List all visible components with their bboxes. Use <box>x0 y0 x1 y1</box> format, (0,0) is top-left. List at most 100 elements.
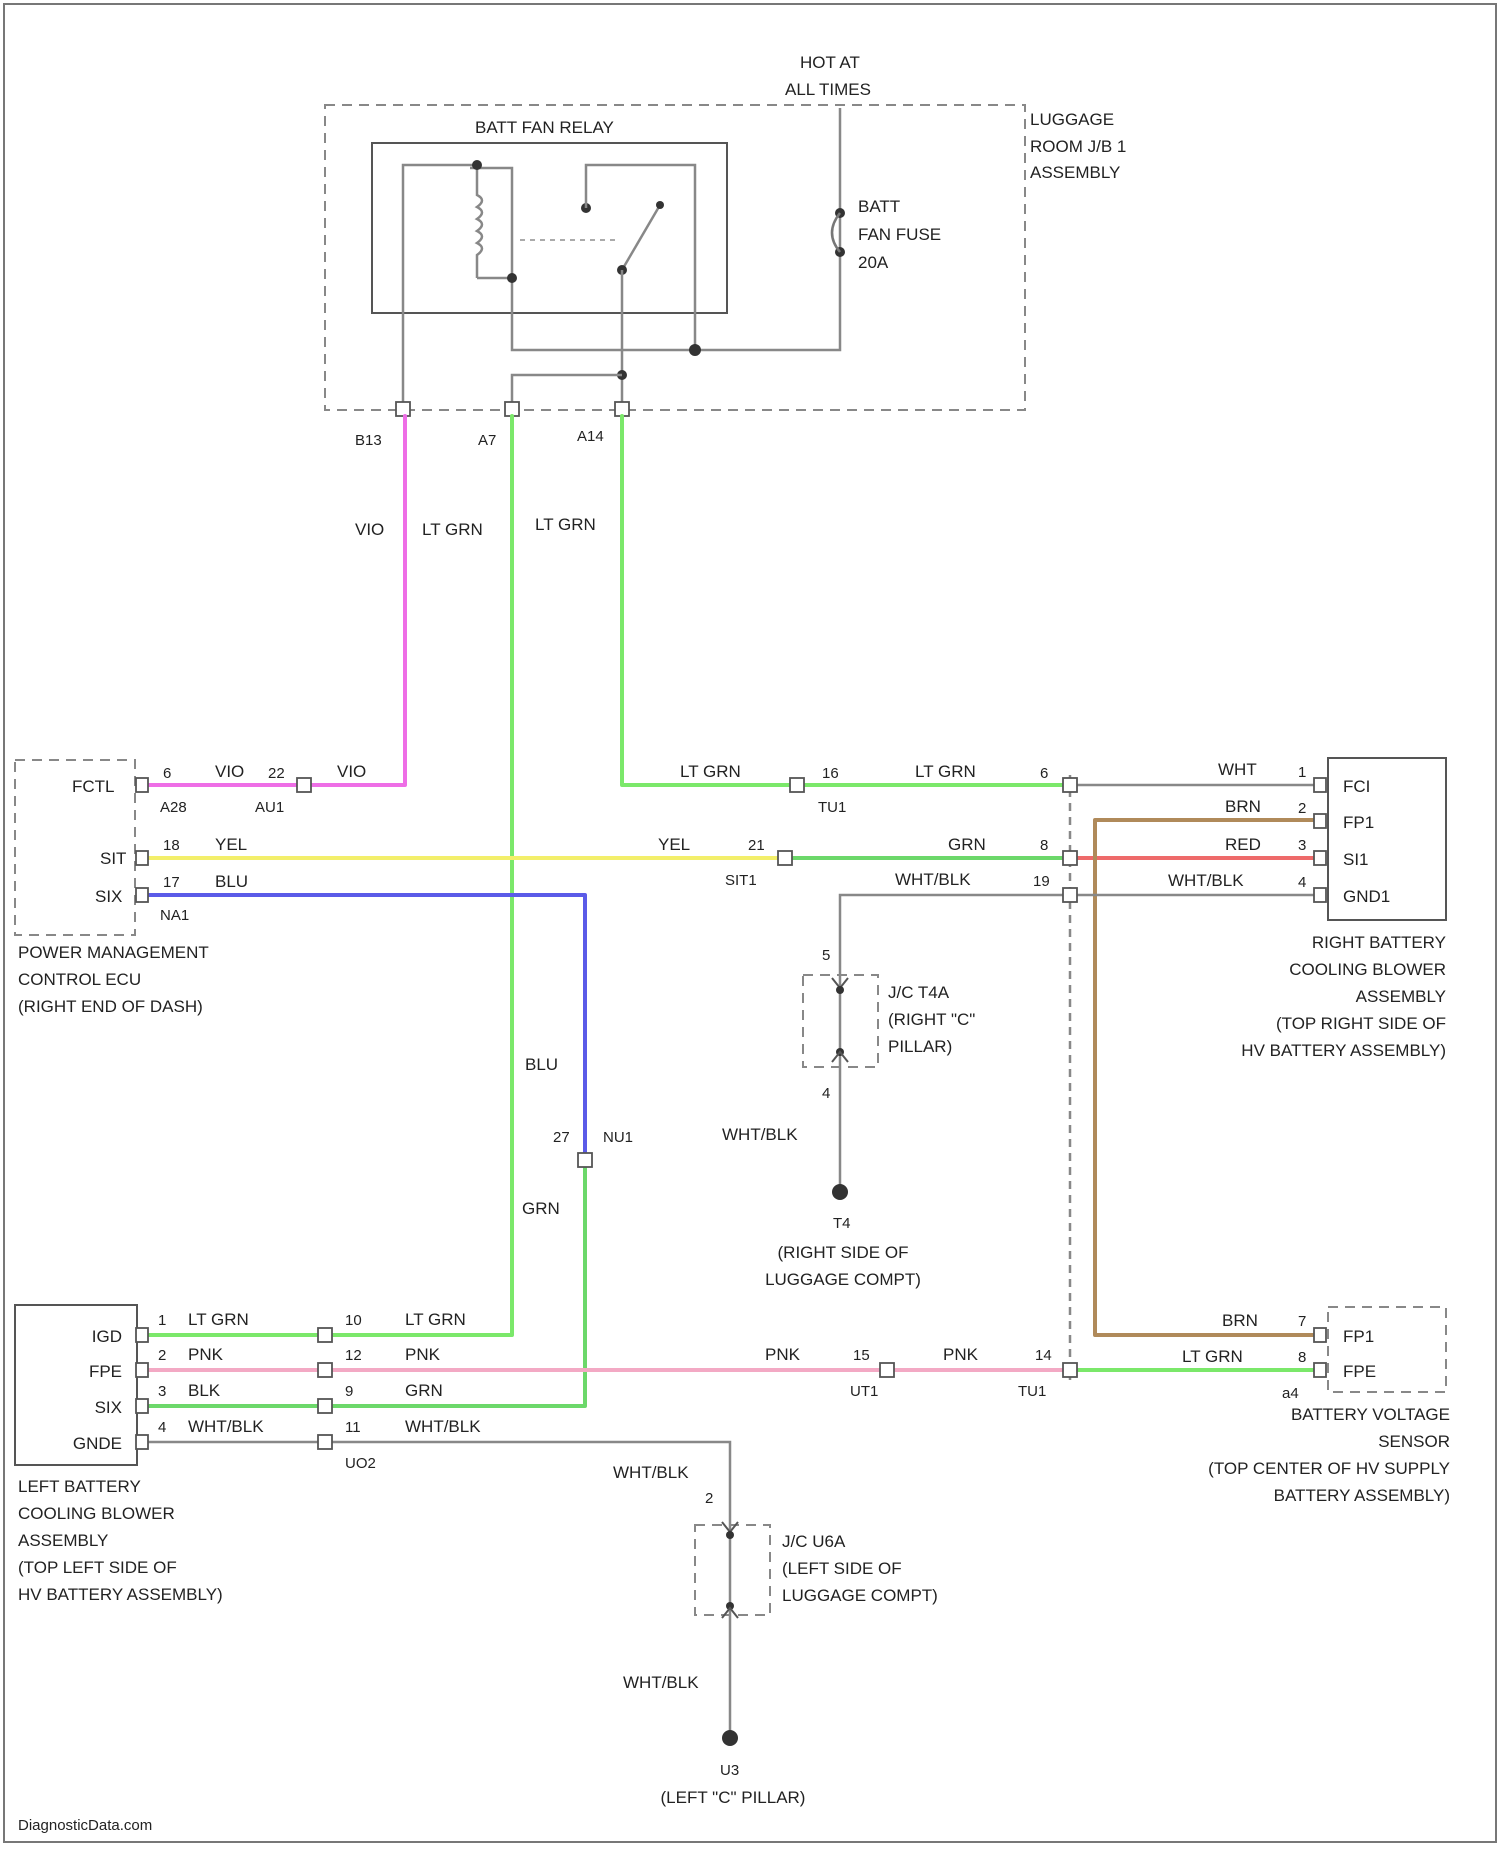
connector-tu1-16 <box>790 778 804 792</box>
left-blower-pin-label: GNDE <box>73 1434 122 1453</box>
right-blower-name-l3: ASSEMBLY <box>1356 987 1446 1006</box>
jc-t4a: 5 4 J/C T4A (RIGHT "C" PILLAR) T4 (RIGHT… <box>765 947 975 1289</box>
right-blower-pin <box>1314 851 1326 865</box>
ecu-connector <box>136 851 148 865</box>
ecu-name-l2: CONTROL ECU <box>18 970 141 989</box>
right-blower-num: 1 <box>1298 764 1306 781</box>
footer-watermark: DiagnosticData.com <box>18 1817 152 1834</box>
power-management-ecu: FCTL SIT SIX 6 22 18 17 A28 AU1 NA1 POWE… <box>15 760 311 1016</box>
batt-fan-relay-label: BATT FAN RELAY <box>475 118 614 137</box>
connector-num: 6 <box>1040 765 1048 782</box>
jc-u6a-num: 2 <box>705 1490 713 1507</box>
ecu-name-l3: (RIGHT END OF DASH) <box>18 997 203 1016</box>
wire-label: LT GRN <box>188 1310 249 1329</box>
ground-u3-label: U3 <box>720 1762 739 1779</box>
wire-color-labels: VIO LT GRN LT GRN VIO VIO YEL YEL BLU LT… <box>188 515 1261 1692</box>
voltage-sensor-name-l3: (TOP CENTER OF HV SUPPLY <box>1208 1459 1450 1478</box>
connector-num: 27 <box>553 1129 570 1146</box>
connector-uo2-10 <box>318 1328 332 1342</box>
wire-label: BLU <box>215 872 248 891</box>
connector-num: 16 <box>822 765 839 782</box>
right-battery-cooling-blower: 1 2 3 4 FCI FP1 SI1 GND1 RIGHT BATTERY C… <box>1241 758 1446 1060</box>
jc-t4a-num: 4 <box>822 1085 830 1102</box>
junction-dot <box>472 160 482 170</box>
ecu-pin-num-17: 17 <box>163 874 180 891</box>
wire-vio <box>140 416 405 785</box>
right-blower-name-l1: RIGHT BATTERY <box>1312 933 1446 952</box>
junction-dot <box>726 1531 734 1539</box>
wire-label: GRN <box>948 835 986 854</box>
wire-blu <box>140 895 585 1160</box>
right-blower-pin-label: FP1 <box>1343 813 1374 832</box>
luggage-room-jb1: LUGGAGE ROOM J/B 1 ASSEMBLY BATT FAN REL… <box>325 53 1126 449</box>
connector-uo2-11 <box>318 1435 332 1449</box>
wire-label: LT GRN <box>405 1310 466 1329</box>
ecu-pin-fctl: FCTL <box>72 777 115 796</box>
wire-label: BLU <box>525 1055 558 1074</box>
wire-label: WHT/BLK <box>613 1463 689 1482</box>
ecu-connector <box>136 778 148 792</box>
connector-nu1 <box>578 1153 592 1167</box>
voltage-sensor-conn: a4 <box>1282 1385 1299 1402</box>
voltage-sensor-pin <box>1314 1363 1326 1377</box>
wire-label: YEL <box>215 835 247 854</box>
connector-b13-label: B13 <box>355 432 382 449</box>
right-blower-num: 4 <box>1298 874 1306 891</box>
wire-label: VIO <box>355 520 384 539</box>
wire-label: RED <box>1225 835 1261 854</box>
ecu-conn-a28: A28 <box>160 799 187 816</box>
left-blower-pin-label: FPE <box>89 1362 122 1381</box>
jc-t4a-num: 5 <box>822 947 830 964</box>
wire-label: LT GRN <box>1182 1347 1243 1366</box>
wire-label: VIO <box>337 762 366 781</box>
wire-label: WHT/BLK <box>623 1673 699 1692</box>
left-blower-num: 1 <box>158 1312 166 1329</box>
ground-t4-label: T4 <box>833 1215 851 1232</box>
voltage-sensor-name-l2: SENSOR <box>1378 1432 1450 1451</box>
connector-ut1-label: UT1 <box>850 1383 878 1400</box>
left-blower-pin-label: SIX <box>95 1398 122 1417</box>
right-blower-pin-label: SI1 <box>1343 850 1369 869</box>
wire-label: LT GRN <box>680 762 741 781</box>
wire-wht-blk-t4 <box>840 895 1070 1195</box>
connector-num: 14 <box>1035 1347 1052 1364</box>
connector-tu1-6 <box>1063 778 1077 792</box>
page-border <box>4 4 1496 1842</box>
wire-label: PNK <box>405 1345 441 1364</box>
connector-num: 10 <box>345 1312 362 1329</box>
jb-name-l1: LUGGAGE <box>1030 110 1114 129</box>
ecu-connector <box>136 888 148 902</box>
relay-contact-wire <box>586 165 695 350</box>
fuse-icon <box>832 208 845 257</box>
connector-nu1-label: NU1 <box>603 1129 633 1146</box>
fuse-label-l3: 20A <box>858 253 889 272</box>
wire-lt-grn-a7 <box>140 416 512 1335</box>
right-blower-name-l2: COOLING BLOWER <box>1289 960 1446 979</box>
connector-au1 <box>297 778 311 792</box>
wire-label: BRN <box>1222 1311 1258 1330</box>
voltage-sensor-pin <box>1314 1328 1326 1342</box>
connector-num: 12 <box>345 1347 362 1364</box>
right-blower-pin <box>1314 814 1326 828</box>
voltage-sensor-name-l4: BATTERY ASSEMBLY) <box>1274 1486 1450 1505</box>
left-blower-pin <box>136 1328 148 1342</box>
right-blower-pin <box>1314 778 1326 792</box>
right-blower-num: 2 <box>1298 800 1306 817</box>
hot-at-label: HOT AT <box>800 53 860 72</box>
connector-tu1-8 <box>1063 851 1077 865</box>
connector-ut1 <box>880 1363 894 1377</box>
relay-a7-branch <box>512 375 622 405</box>
jb-dashed-box <box>325 105 1025 410</box>
junction-dot <box>836 986 844 994</box>
ecu-pin-num-6: 6 <box>163 765 171 782</box>
wire-label: GRN <box>405 1381 443 1400</box>
jc-u6a-dashed-box <box>695 1525 770 1615</box>
all-times-label: ALL TIMES <box>785 80 871 99</box>
ecu-pin-num-22: 22 <box>268 765 285 782</box>
wire-label: WHT <box>1218 760 1257 779</box>
batt-fan-relay-box <box>372 143 727 313</box>
wire-label: LT GRN <box>915 762 976 781</box>
wire-wht-blk-u3 <box>140 1442 730 1738</box>
